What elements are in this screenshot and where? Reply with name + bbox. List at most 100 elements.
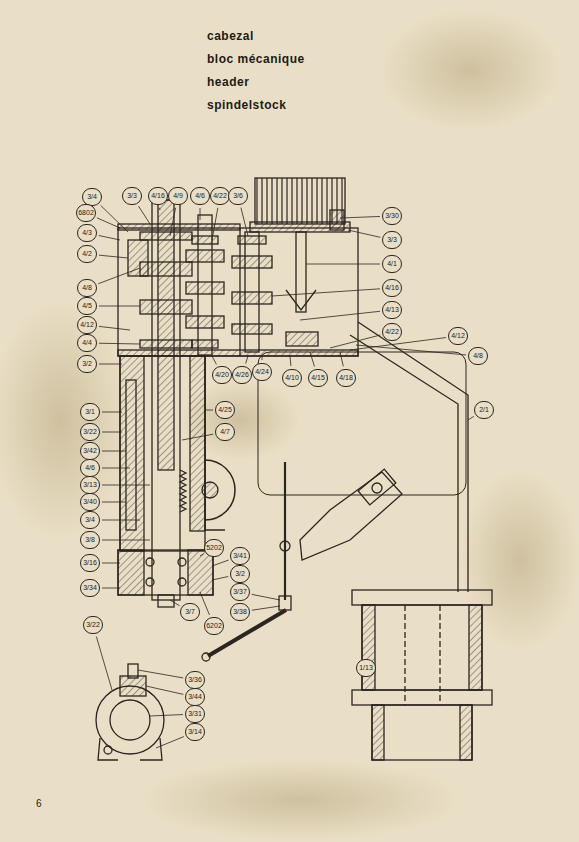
leader-line	[170, 600, 180, 606]
callout-number: 3/14	[185, 723, 205, 741]
leader-line	[99, 306, 140, 307]
leader-line	[102, 520, 140, 521]
callout-number: 3/41	[230, 547, 250, 565]
leader-line	[300, 311, 380, 320]
callout-number: 3/3	[382, 231, 402, 249]
callout-number: 3/31	[185, 705, 205, 723]
leader-line	[252, 606, 280, 610]
callout-number: 3/2	[77, 355, 97, 373]
callout-number: 1/13	[356, 659, 376, 677]
callout-number: 4/26	[232, 366, 252, 384]
callout-number: 4/20	[212, 366, 232, 384]
callout-number: 3/22	[83, 616, 103, 634]
leader-line	[99, 343, 140, 345]
callout-number: 4/10	[282, 369, 302, 387]
callout-number: 4/22	[210, 187, 230, 205]
leader-line	[212, 560, 229, 566]
leader-line	[468, 416, 474, 420]
callout-number: 4/8	[77, 279, 97, 297]
callout-number: 6202	[204, 617, 224, 635]
leader-line	[205, 410, 213, 411]
callout-number: 3/16	[80, 554, 100, 572]
leader-line	[340, 216, 380, 218]
callout-number: 4/12	[448, 327, 468, 345]
callout-number: 3/42	[80, 442, 100, 460]
leader-line	[102, 588, 120, 589]
title-line: spindelstock	[207, 98, 286, 112]
leader-line	[102, 485, 150, 486]
leader-line	[138, 670, 183, 678]
leader-line	[97, 218, 120, 228]
callout-number: 4/6	[80, 459, 100, 477]
callout-number: 4/2	[77, 245, 97, 263]
leader-line	[102, 451, 126, 452]
callout-number: 2/1	[474, 401, 494, 419]
leader-line	[306, 264, 380, 265]
callout-number: 4/12	[77, 316, 97, 334]
callout-number: 3/3	[122, 187, 142, 205]
callout-number: 4/1	[382, 255, 402, 273]
leader-line	[330, 335, 380, 348]
leader-line	[310, 352, 314, 367]
leader-line	[102, 468, 130, 469]
callout-number: 5202	[204, 539, 224, 557]
callout-number: 4/5	[77, 297, 97, 315]
callout-number: 3/6	[228, 187, 248, 205]
title-line: bloc mécanique	[207, 52, 305, 66]
callout-number: 3/1	[80, 403, 100, 421]
leader-line	[272, 289, 380, 296]
callout-number: 4/6	[190, 187, 210, 205]
callout-number: 4/22	[382, 323, 402, 341]
leader-line	[170, 208, 176, 236]
leader-line	[102, 412, 122, 413]
callout-number: 4/16	[148, 187, 168, 205]
callout-number: 4/4	[77, 334, 97, 352]
callout-number: 4/18	[336, 369, 356, 387]
callout-number: 4/15	[308, 369, 328, 387]
callout-number: 4/13	[382, 301, 402, 319]
leader-line	[156, 737, 184, 748]
callout-number: 3/7	[180, 603, 200, 621]
callout-number: 6802	[76, 204, 96, 222]
callout-number: 3/36	[185, 671, 205, 689]
leader-line	[99, 364, 122, 365]
callout-number: 3/2	[230, 565, 250, 583]
leader-line	[150, 715, 183, 716]
callout-number: 4/3	[77, 224, 97, 242]
leader-line	[200, 208, 201, 220]
callout-number: 4/9	[168, 187, 188, 205]
leader-line	[246, 356, 248, 364]
callout-number: 3/44	[185, 688, 205, 706]
leader-line	[99, 326, 130, 330]
leader-line	[290, 356, 292, 366]
leader-line	[212, 208, 218, 240]
callout-number: 3/13	[80, 476, 100, 494]
leader-line	[182, 434, 213, 440]
leader-line	[102, 563, 120, 564]
leader-line	[99, 235, 120, 240]
callout-number: 4/24	[252, 363, 272, 381]
leader-line	[102, 540, 150, 541]
leader-line	[241, 208, 248, 236]
callout-number: 3/40	[80, 493, 100, 511]
callout-number: 3/8	[80, 531, 100, 549]
title-line: header	[207, 75, 249, 89]
callout-number: 4/7	[215, 423, 235, 441]
leader-line	[96, 637, 112, 690]
callout-number: 3/4	[80, 511, 100, 529]
leader-line	[98, 268, 140, 284]
callout-number: 3/38	[230, 603, 250, 621]
leader-line	[159, 208, 160, 210]
leader-line	[99, 255, 128, 258]
callout-number: 4/8	[468, 347, 488, 365]
leader-line	[252, 594, 280, 600]
leader-line	[101, 205, 128, 232]
leader-line	[340, 352, 343, 366]
callout-number: 3/37	[230, 583, 250, 601]
leader-line	[262, 356, 263, 360]
leader-line	[102, 432, 122, 433]
callout-number: 3/22	[80, 423, 100, 441]
callout-number: 4/25	[215, 401, 235, 419]
title: cabezal	[207, 29, 254, 43]
